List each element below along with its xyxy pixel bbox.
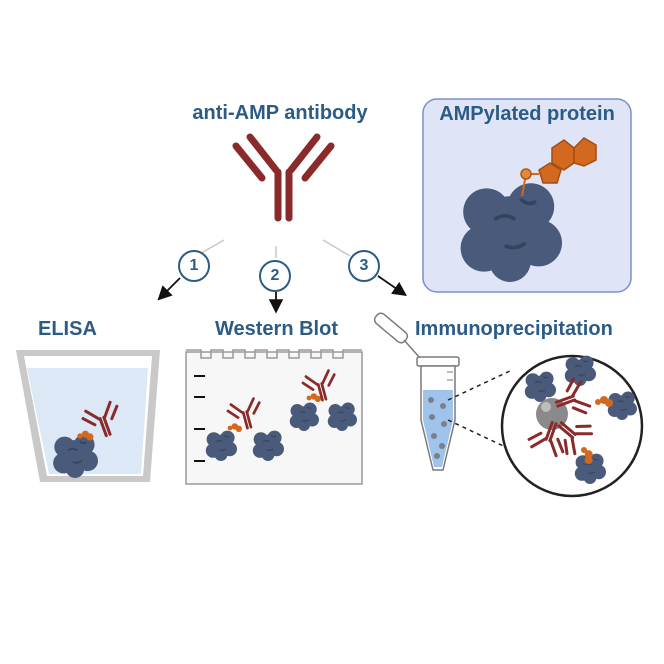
western-blot-membrane-icon	[185, 349, 363, 485]
amp-molecule-icon	[520, 137, 597, 197]
elisa-well-icon	[16, 350, 160, 482]
method-label-elisa: ELISA	[38, 318, 97, 340]
method-label-western-blot: Western Blot	[215, 318, 338, 340]
step-2-badge: 2	[259, 260, 291, 292]
step-1-badge: 1	[178, 250, 210, 282]
microcentrifuge-tube-icon	[373, 312, 460, 471]
method-label-immunoprecipitation: Immunoprecipitation	[415, 318, 613, 340]
step-3-badge: 3	[348, 250, 380, 282]
flow-arrows	[157, 239, 407, 314]
main-title: anti-AMP antibody	[192, 102, 368, 124]
ampylated-protein-panel	[422, 98, 632, 293]
antibody-icon	[232, 133, 335, 222]
panel-title: AMPylated protein	[439, 103, 615, 125]
ip-zoom-circle	[500, 354, 644, 498]
